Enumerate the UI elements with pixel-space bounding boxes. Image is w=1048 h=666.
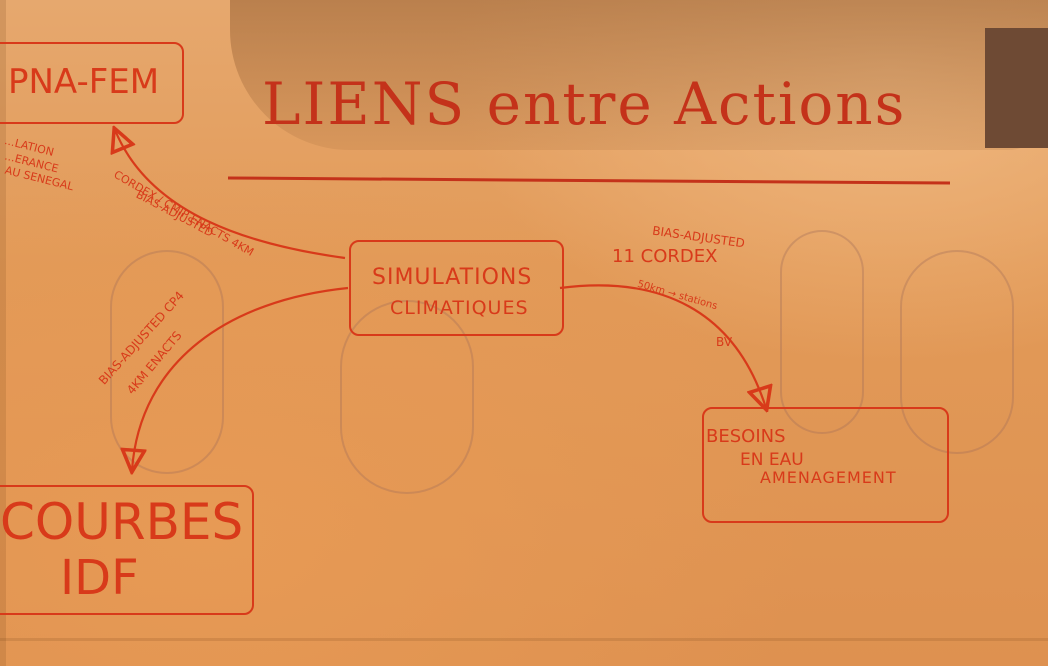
ghost-letter [110, 250, 224, 474]
edge-right-label4: BV [716, 335, 733, 349]
edge-to-bottom-left [132, 286, 349, 470]
edge-to-right [559, 284, 766, 408]
edge-to-top-left [115, 130, 346, 260]
node-right-line3: AMENAGEMENT [760, 468, 897, 487]
node-bottom-left [0, 485, 254, 615]
edge-right-label2: 11 CORDEX [612, 246, 718, 267]
node-right-line1: BESOINS [706, 426, 786, 447]
ghost-letter [340, 300, 474, 494]
ghost-letter [780, 230, 864, 434]
dark-object-edge [985, 28, 1048, 148]
paper-left-edge [0, 0, 6, 666]
node-right-line2: EN EAU [740, 450, 804, 470]
node-bottom-left-line1: COURBES [0, 493, 244, 551]
node-center-line1: SIMULATIONS [372, 265, 533, 290]
diagram-title: LIENS entre Actions [262, 70, 907, 138]
node-top-left-label: PNA-FEM [8, 62, 160, 102]
paper-fold-bottom [0, 638, 1048, 641]
node-top-left [0, 42, 184, 124]
ghost-letter [900, 250, 1014, 454]
title-underline [227, 176, 951, 185]
node-center [349, 240, 564, 336]
node-center-line2: CLIMATIQUES [390, 297, 529, 319]
node-bottom-left-line2: IDF [60, 550, 139, 606]
shadow [230, 0, 1048, 150]
node-right [702, 407, 949, 523]
